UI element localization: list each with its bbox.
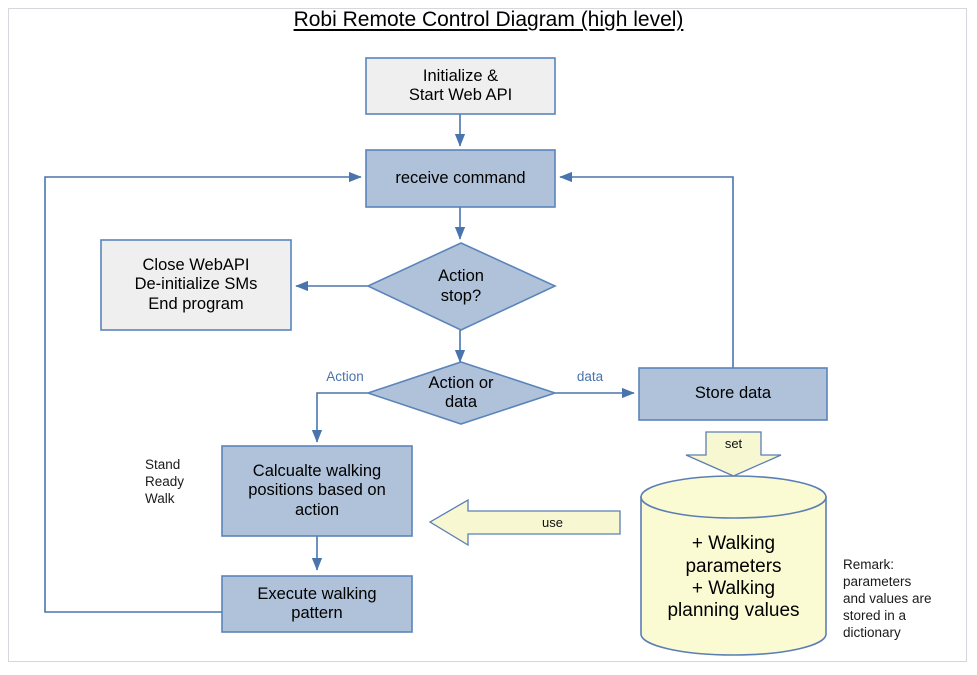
block-arrow-set xyxy=(685,431,782,477)
node-close-webapi[interactable] xyxy=(100,239,292,331)
node-receive-command[interactable] xyxy=(365,149,556,208)
node-action-or-data[interactable] xyxy=(365,361,558,425)
connector-group xyxy=(44,114,734,613)
node-initialize[interactable] xyxy=(365,57,556,115)
node-calculate-walking[interactable] xyxy=(221,445,413,537)
node-execute-walking[interactable] xyxy=(221,575,413,633)
edge-action-to-calculate xyxy=(311,392,368,443)
node-store-data[interactable] xyxy=(638,367,828,421)
node-database[interactable] xyxy=(640,475,827,656)
edge-execute-to-receive-loop xyxy=(44,171,362,613)
node-action-stop[interactable] xyxy=(366,242,557,331)
page-title: Robi Remote Control Diagram (high level) xyxy=(293,8,684,31)
edge-store-to-receive-loop xyxy=(559,171,734,368)
block-arrow-use xyxy=(428,498,621,547)
